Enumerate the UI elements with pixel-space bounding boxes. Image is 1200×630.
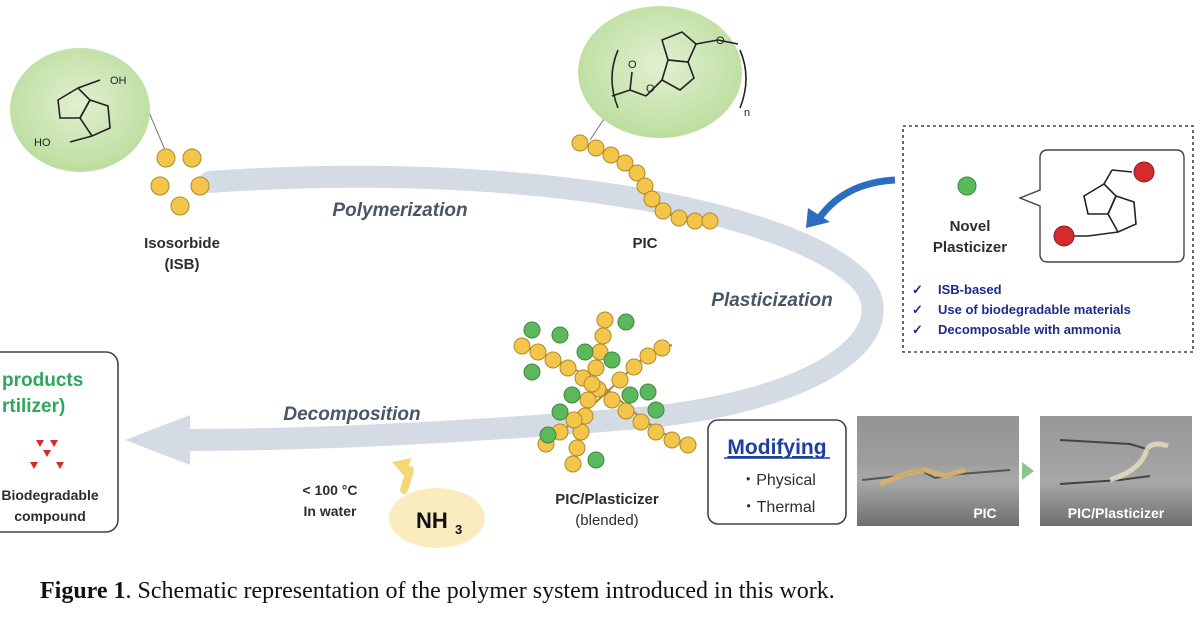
modifying-panel: Modifying ・Physical ・Thermal — [707, 419, 847, 525]
caption-text: . Schematic representation of the polyme… — [125, 578, 835, 604]
compound-label-2: compound — [14, 508, 86, 524]
blue-arrow — [806, 176, 896, 228]
products-title-2: rtilizer) — [2, 396, 65, 417]
products-title-1: products — [2, 370, 83, 391]
modifying-item-thermal: ・Thermal — [741, 499, 816, 516]
isb-oh-top: OH — [110, 75, 127, 87]
photo-arrow-icon — [1022, 462, 1034, 480]
step-plasticization: Plasticization — [711, 290, 832, 311]
isb-beads — [150, 148, 210, 216]
pic-chain — [571, 134, 719, 230]
condition-medium: In water — [304, 503, 357, 519]
blend-cluster — [513, 311, 697, 473]
products-panel: products rtilizer) Biodegradable compoun… — [0, 351, 119, 533]
isb-structure — [57, 79, 111, 143]
blend-label-1: PIC/Plasticizer — [555, 491, 659, 508]
check-icon: ✓ — [912, 282, 923, 297]
figure-number: Figure 1 — [40, 578, 126, 604]
step-polymerization: Polymerization — [332, 200, 467, 221]
photo-pic-label: PIC — [973, 505, 996, 521]
check-icon: ✓ — [912, 302, 923, 317]
speech-bubble — [1018, 149, 1185, 263]
feature-item: Decomposable with ammonia — [938, 322, 1122, 337]
plasticizer-panel: Novel Plasticizer ✓ ISB-based ✓ Use of b… — [902, 125, 1194, 353]
check-icon: ✓ — [912, 322, 923, 337]
isb-bubble: OH HO — [10, 48, 166, 172]
red-triangles — [30, 440, 64, 469]
green-plasticizer-bead — [957, 176, 977, 196]
photo-blend-label: PIC/Plasticizer — [1068, 505, 1165, 521]
modifying-title: Modifying — [727, 436, 826, 459]
isb-abbr: (ISB) — [165, 256, 200, 273]
feature-item: Use of biodegradable materials — [938, 302, 1131, 317]
blend-label-2: (blended) — [575, 512, 638, 529]
figure-caption: Figure 1. Schematic representation of th… — [40, 578, 1180, 605]
plasticizer-title-1: Novel — [950, 218, 991, 235]
pic-name: PIC — [632, 235, 657, 252]
nh3-reagent: NH — [416, 508, 448, 533]
step-decomposition: Decomposition — [283, 404, 420, 425]
modifying-item-physical: ・Physical — [740, 472, 816, 489]
pic-bubble: O O O n — [578, 6, 750, 141]
pic-subscript-n: n — [744, 107, 750, 119]
cycle-arrow — [125, 165, 884, 465]
pic-structure — [611, 31, 747, 109]
red-group-top — [1133, 161, 1155, 183]
pic-o-ester: O — [646, 83, 655, 95]
photo-pic: PIC — [857, 416, 1019, 526]
feature-item: ISB-based — [938, 282, 1002, 297]
isb-oh-left: HO — [34, 137, 51, 149]
plasticizer-title-2: Plasticizer — [933, 239, 1007, 256]
nh3-blob: NH 3 — [389, 458, 485, 548]
feature-list: ✓ ISB-based ✓ Use of biodegradable mater… — [912, 282, 1131, 337]
red-group-bottom — [1053, 225, 1075, 247]
pic-o-ether: O — [716, 35, 725, 47]
isb-name: Isosorbide — [144, 235, 220, 252]
compound-label-1: Biodegradable — [1, 487, 98, 503]
photo-blend: PIC/Plasticizer — [1040, 416, 1192, 526]
condition-temp: < 100 °C — [302, 482, 357, 498]
pic-o-carbonyl: O — [628, 59, 637, 71]
plasticizer-structure — [1068, 169, 1137, 237]
nh3-subscript: 3 — [455, 522, 462, 537]
